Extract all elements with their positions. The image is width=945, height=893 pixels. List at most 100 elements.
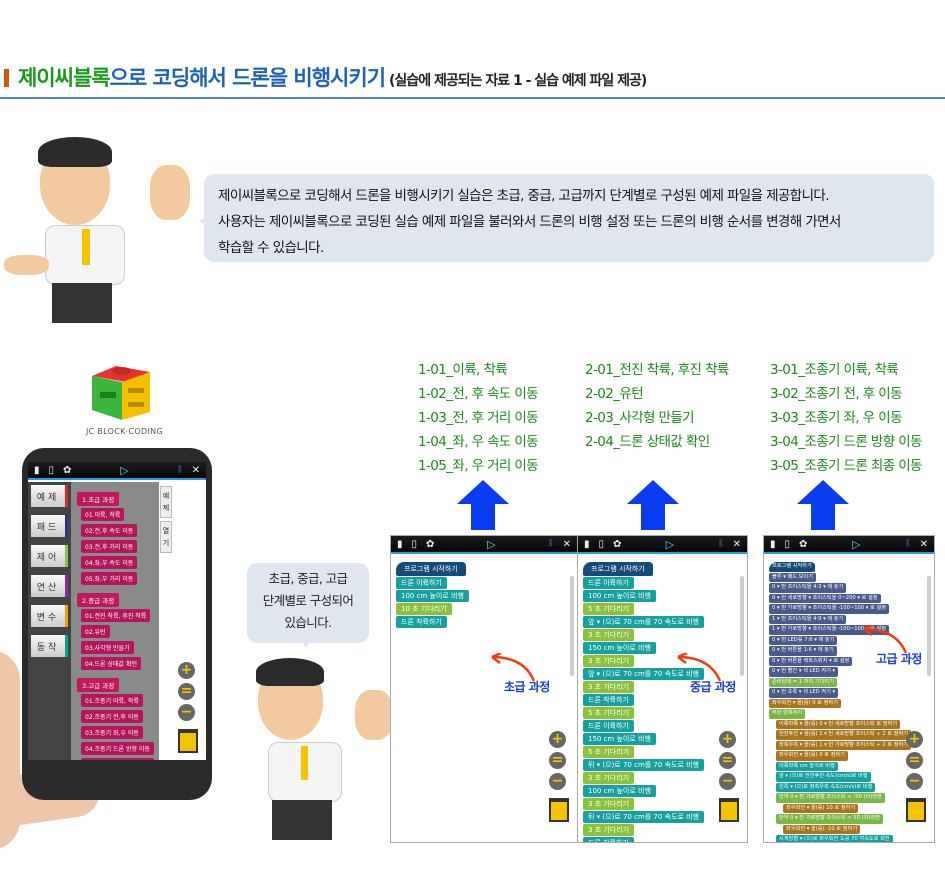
category-3[interactable]: 제어 bbox=[31, 545, 68, 567]
code-block[interactable]: 앞 ▾ (으)로 70 cm를 70 속도로 비행 bbox=[583, 668, 704, 680]
code-block[interactable]: 이륙착륙 ▾ 을(를) 0 ▾ 번 세로방향 조이스틱 로 정하기 bbox=[776, 719, 901, 729]
code-block[interactable]: 3 초 기다리기 bbox=[583, 629, 635, 641]
side-tab[interactable]: 열기 bbox=[160, 521, 172, 553]
file-icon[interactable]: ▮ bbox=[34, 464, 40, 476]
zoom-out-button[interactable]: − bbox=[906, 773, 923, 790]
code-block[interactable]: 앞 ▾ (으)로 전진후진 속도(cm/s)로 비행 bbox=[776, 772, 871, 782]
code-block[interactable]: 좌우회전 ▾ 을(를) 0 로 정하기 bbox=[776, 751, 848, 761]
menu-example-item[interactable]: 05.좌,우 거리 이동 bbox=[81, 572, 138, 585]
code-block[interactable]: 5 초 기다리기 bbox=[583, 746, 635, 758]
zoom-out-button[interactable]: − bbox=[549, 773, 566, 790]
code-block[interactable]: 100 cm 높이로 비행 bbox=[583, 785, 656, 797]
play-icon[interactable]: ▷ bbox=[665, 537, 675, 551]
code-block[interactable]: 3 초 기다리기 bbox=[583, 655, 635, 667]
code-block[interactable]: 100 cm 높이로 비행 bbox=[583, 590, 656, 602]
zoom-reset-button[interactable]: = bbox=[549, 752, 566, 769]
gear-icon[interactable]: ✿ bbox=[799, 538, 808, 550]
code-block[interactable]: 0 ▾ 번 빨간 ▾ 색 LED 켜기 ▾ bbox=[769, 667, 839, 677]
menu-example-item[interactable]: 02.유턴 bbox=[81, 625, 110, 638]
play-icon[interactable]: ▷ bbox=[120, 463, 129, 477]
document-icon[interactable]: ▯ bbox=[48, 464, 55, 476]
code-block[interactable]: 만약 0 ▾ 번 가로방향 조이스틱 < -50 (이)라면 bbox=[776, 793, 885, 803]
category-6[interactable]: 동작 bbox=[31, 635, 68, 657]
scrollbar[interactable] bbox=[740, 576, 744, 676]
menu-example-item[interactable]: 04.조종기 드론 방향 이동 bbox=[81, 742, 154, 755]
zoom-reset-button[interactable]: = bbox=[178, 683, 195, 700]
code-block[interactable]: 5 초 기다리기 bbox=[583, 603, 635, 615]
menu-example-item[interactable]: 01.조종기 이륙, 착륙 bbox=[81, 694, 143, 707]
code-block[interactable]: 100 cm 높이로 비행 bbox=[396, 590, 469, 602]
trash-icon[interactable] bbox=[178, 729, 198, 753]
menu-example-item[interactable]: 02.전,후 속도 이동 bbox=[81, 524, 138, 537]
code-block[interactable]: 드론 착륙하기 bbox=[583, 694, 634, 706]
code-block[interactable]: 준비상태 = 1 까지 기다리기 bbox=[769, 677, 837, 687]
scrollbar[interactable] bbox=[927, 576, 931, 676]
document-icon[interactable]: ▯ bbox=[598, 538, 605, 550]
gear-icon[interactable]: ✿ bbox=[426, 538, 435, 550]
menu-example-item[interactable]: 01.전진 착륙, 후진 착륙 bbox=[81, 609, 151, 622]
code-block[interactable]: 5 초 기다리기 bbox=[583, 707, 635, 719]
menu-example-item[interactable]: 01.이륙, 착륙 bbox=[81, 508, 125, 521]
menu-example-item[interactable]: 03.전,후 거리 이동 bbox=[81, 540, 138, 553]
menu-example-item[interactable]: 02.조종기 전,후 이동 bbox=[81, 710, 143, 723]
bluetooth-icon[interactable]: ᛒ bbox=[718, 539, 724, 549]
bluetooth-icon[interactable]: ᛒ bbox=[548, 539, 554, 549]
scrollbar[interactable] bbox=[570, 576, 574, 676]
file-icon[interactable]: ▮ bbox=[397, 538, 403, 550]
trash-icon[interactable] bbox=[549, 798, 569, 822]
code-block[interactable]: 전진후진 ▾ 을(를) 1 ▾ 번 세로방향 조이스틱 ÷ 2 로 정하기 bbox=[776, 730, 912, 740]
bluetooth-icon[interactable]: ᛒ bbox=[177, 465, 183, 475]
code-block[interactable]: 드론 이륙하기 bbox=[583, 577, 634, 589]
zoom-in-button[interactable]: + bbox=[906, 731, 923, 748]
file-icon[interactable]: ▮ bbox=[770, 538, 776, 550]
gear-icon[interactable]: ✿ bbox=[613, 538, 622, 550]
close-icon[interactable]: ✕ bbox=[562, 538, 571, 550]
code-block[interactable]: 0 ▾ 번 조이스틱을 4:3 ▾ 에 놓기 bbox=[769, 583, 847, 593]
menu-example-item[interactable]: 03.사각형 만들기 bbox=[81, 641, 134, 654]
code-block[interactable]: 1 ▾ 번 조이스틱을 4:9 ▾ 에 놓기 bbox=[769, 614, 847, 624]
code-block[interactable]: 프로그램 시작하기 bbox=[769, 562, 815, 572]
document-icon[interactable]: ▯ bbox=[784, 538, 791, 550]
zoom-in-button[interactable]: + bbox=[549, 731, 566, 748]
bluetooth-icon[interactable]: ᛒ bbox=[905, 539, 911, 549]
document-icon[interactable]: ▯ bbox=[411, 538, 418, 550]
play-icon[interactable]: ▷ bbox=[852, 537, 861, 551]
code-block[interactable]: 왼쪽 ▾ (으)로 좌측우측 속도(cm/s)로 비행 bbox=[776, 782, 876, 792]
code-block[interactable]: 드론 착륙하기 bbox=[583, 837, 634, 842]
code-block[interactable]: 좌우회전 ▾ 을(를) -10 로 정하기 bbox=[783, 824, 861, 834]
code-block[interactable]: 0 ▾ 번 버튼을 택트스위치 ▾ 로 설정 bbox=[769, 656, 853, 666]
code-block[interactable]: 이륙착륙 cm 높이로 비행 bbox=[776, 761, 838, 771]
code-block[interactable]: 3 초 기다리기 bbox=[583, 798, 635, 810]
code-block[interactable]: 드론 착륙하기 bbox=[396, 616, 447, 628]
trash-icon[interactable] bbox=[906, 798, 926, 822]
code-block[interactable]: 무한 반복하기 bbox=[769, 709, 806, 719]
menu-example-item[interactable]: 05.조종기 드론 최종 이동 bbox=[81, 758, 154, 760]
menu-example-item[interactable]: 04.좌,우 속도 이동 bbox=[81, 556, 138, 569]
category-2[interactable]: 패드 bbox=[31, 515, 68, 537]
menu-example-item[interactable]: 03.조종기 좌,우 이동 bbox=[81, 726, 143, 739]
code-block[interactable]: 3 초 기다리기 bbox=[583, 824, 635, 836]
play-icon[interactable]: ▷ bbox=[487, 537, 496, 551]
trash-icon[interactable] bbox=[719, 798, 739, 822]
code-block[interactable]: 1 ▾ 번 가로방향 ▾ 조이스틱을 -100~100 ▾ 로 설정 bbox=[769, 625, 890, 635]
code-block[interactable]: 좌우회전 ▾ 을(를) 0 로 정하기 bbox=[769, 698, 841, 708]
code-block[interactable]: 뒤 ▾ (으)로 70 cm를 70 속도로 비행 bbox=[583, 759, 704, 771]
menu-example-item[interactable]: 04.드론 상태값 확인 bbox=[81, 657, 141, 670]
code-block[interactable]: 10 초 기다리기 bbox=[396, 603, 452, 615]
code-block[interactable]: 뒤 ▾ (으)로 70 cm를 70 속도로 비행 bbox=[583, 811, 704, 823]
code-block[interactable]: 시계방향 ▾ (으)로 좌우회전 도를 70 각속도로 회전 bbox=[776, 835, 893, 842]
zoom-out-button[interactable]: − bbox=[178, 704, 195, 721]
code-block[interactable]: 앞 ▾ (으)로 70 cm를 70 속도로 비행 bbox=[583, 616, 704, 628]
code-block[interactable]: 좌측우측 ▾ 을(를) 1 ▾ 번 가로방향 조이스틱 ÷ 2 로 정하기 bbox=[776, 740, 912, 750]
zoom-in-button[interactable]: + bbox=[719, 731, 736, 748]
code-block[interactable]: 만약 0 ▾ 번 가로방향 조이스틱 > 50 (이)라면 bbox=[776, 814, 883, 824]
file-icon[interactable]: ▮ bbox=[584, 538, 590, 550]
zoom-in-button[interactable]: + bbox=[178, 662, 195, 679]
code-block[interactable]: 프로그램 시작하기 bbox=[396, 562, 466, 576]
zoom-reset-button[interactable]: = bbox=[906, 752, 923, 769]
code-block[interactable]: 0 ▾ 번 초록 ▾ 색 LED 켜기 ▾ bbox=[769, 688, 839, 698]
code-block[interactable]: 0 ▾ 번 LED를 7:6 ▾ 에 놓기 bbox=[769, 635, 838, 645]
code-block[interactable]: 0 ▾ 번 가로방향 ▾ 조이스틱을 -100~100 ▾ 로 설정 bbox=[769, 604, 890, 614]
code-block[interactable]: 3 초 기다리기 bbox=[583, 772, 635, 784]
gear-icon[interactable]: ✿ bbox=[63, 464, 72, 476]
